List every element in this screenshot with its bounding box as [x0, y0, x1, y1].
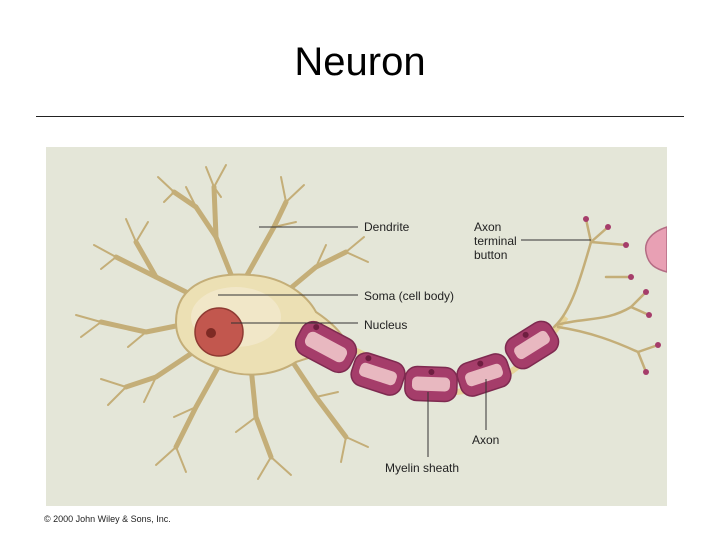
- label-dendrite: Dendrite: [364, 220, 410, 234]
- slide-title: Neuron: [294, 40, 426, 84]
- leader-lines: [218, 226, 591, 457]
- label-axon-terminal-line3: button: [474, 248, 508, 262]
- target-cell: [644, 226, 667, 273]
- label-axon: Axon: [472, 433, 500, 447]
- nucleus-shape: [194, 307, 244, 357]
- label-axon-terminal-line1: Axon: [474, 220, 502, 234]
- axon-terminals: [552, 217, 660, 374]
- title-divider: [36, 116, 684, 117]
- neuron-illustration: [75, 164, 667, 480]
- terminal-buttons: [583, 216, 661, 375]
- nucleolus: [206, 328, 216, 338]
- label-axon-terminal-line2: terminal: [474, 234, 517, 248]
- label-nucleus: Nucleus: [364, 318, 408, 332]
- neuron-diagram: Dendrite Soma (cell body) Nucleus Axon t…: [46, 147, 667, 506]
- copyright-notice: © 2000 John Wiley & Sons, Inc.: [44, 514, 171, 524]
- label-soma: Soma (cell body): [364, 289, 455, 303]
- myelin-segments: [294, 320, 560, 403]
- label-myelin-sheath: Myelin sheath: [385, 461, 460, 475]
